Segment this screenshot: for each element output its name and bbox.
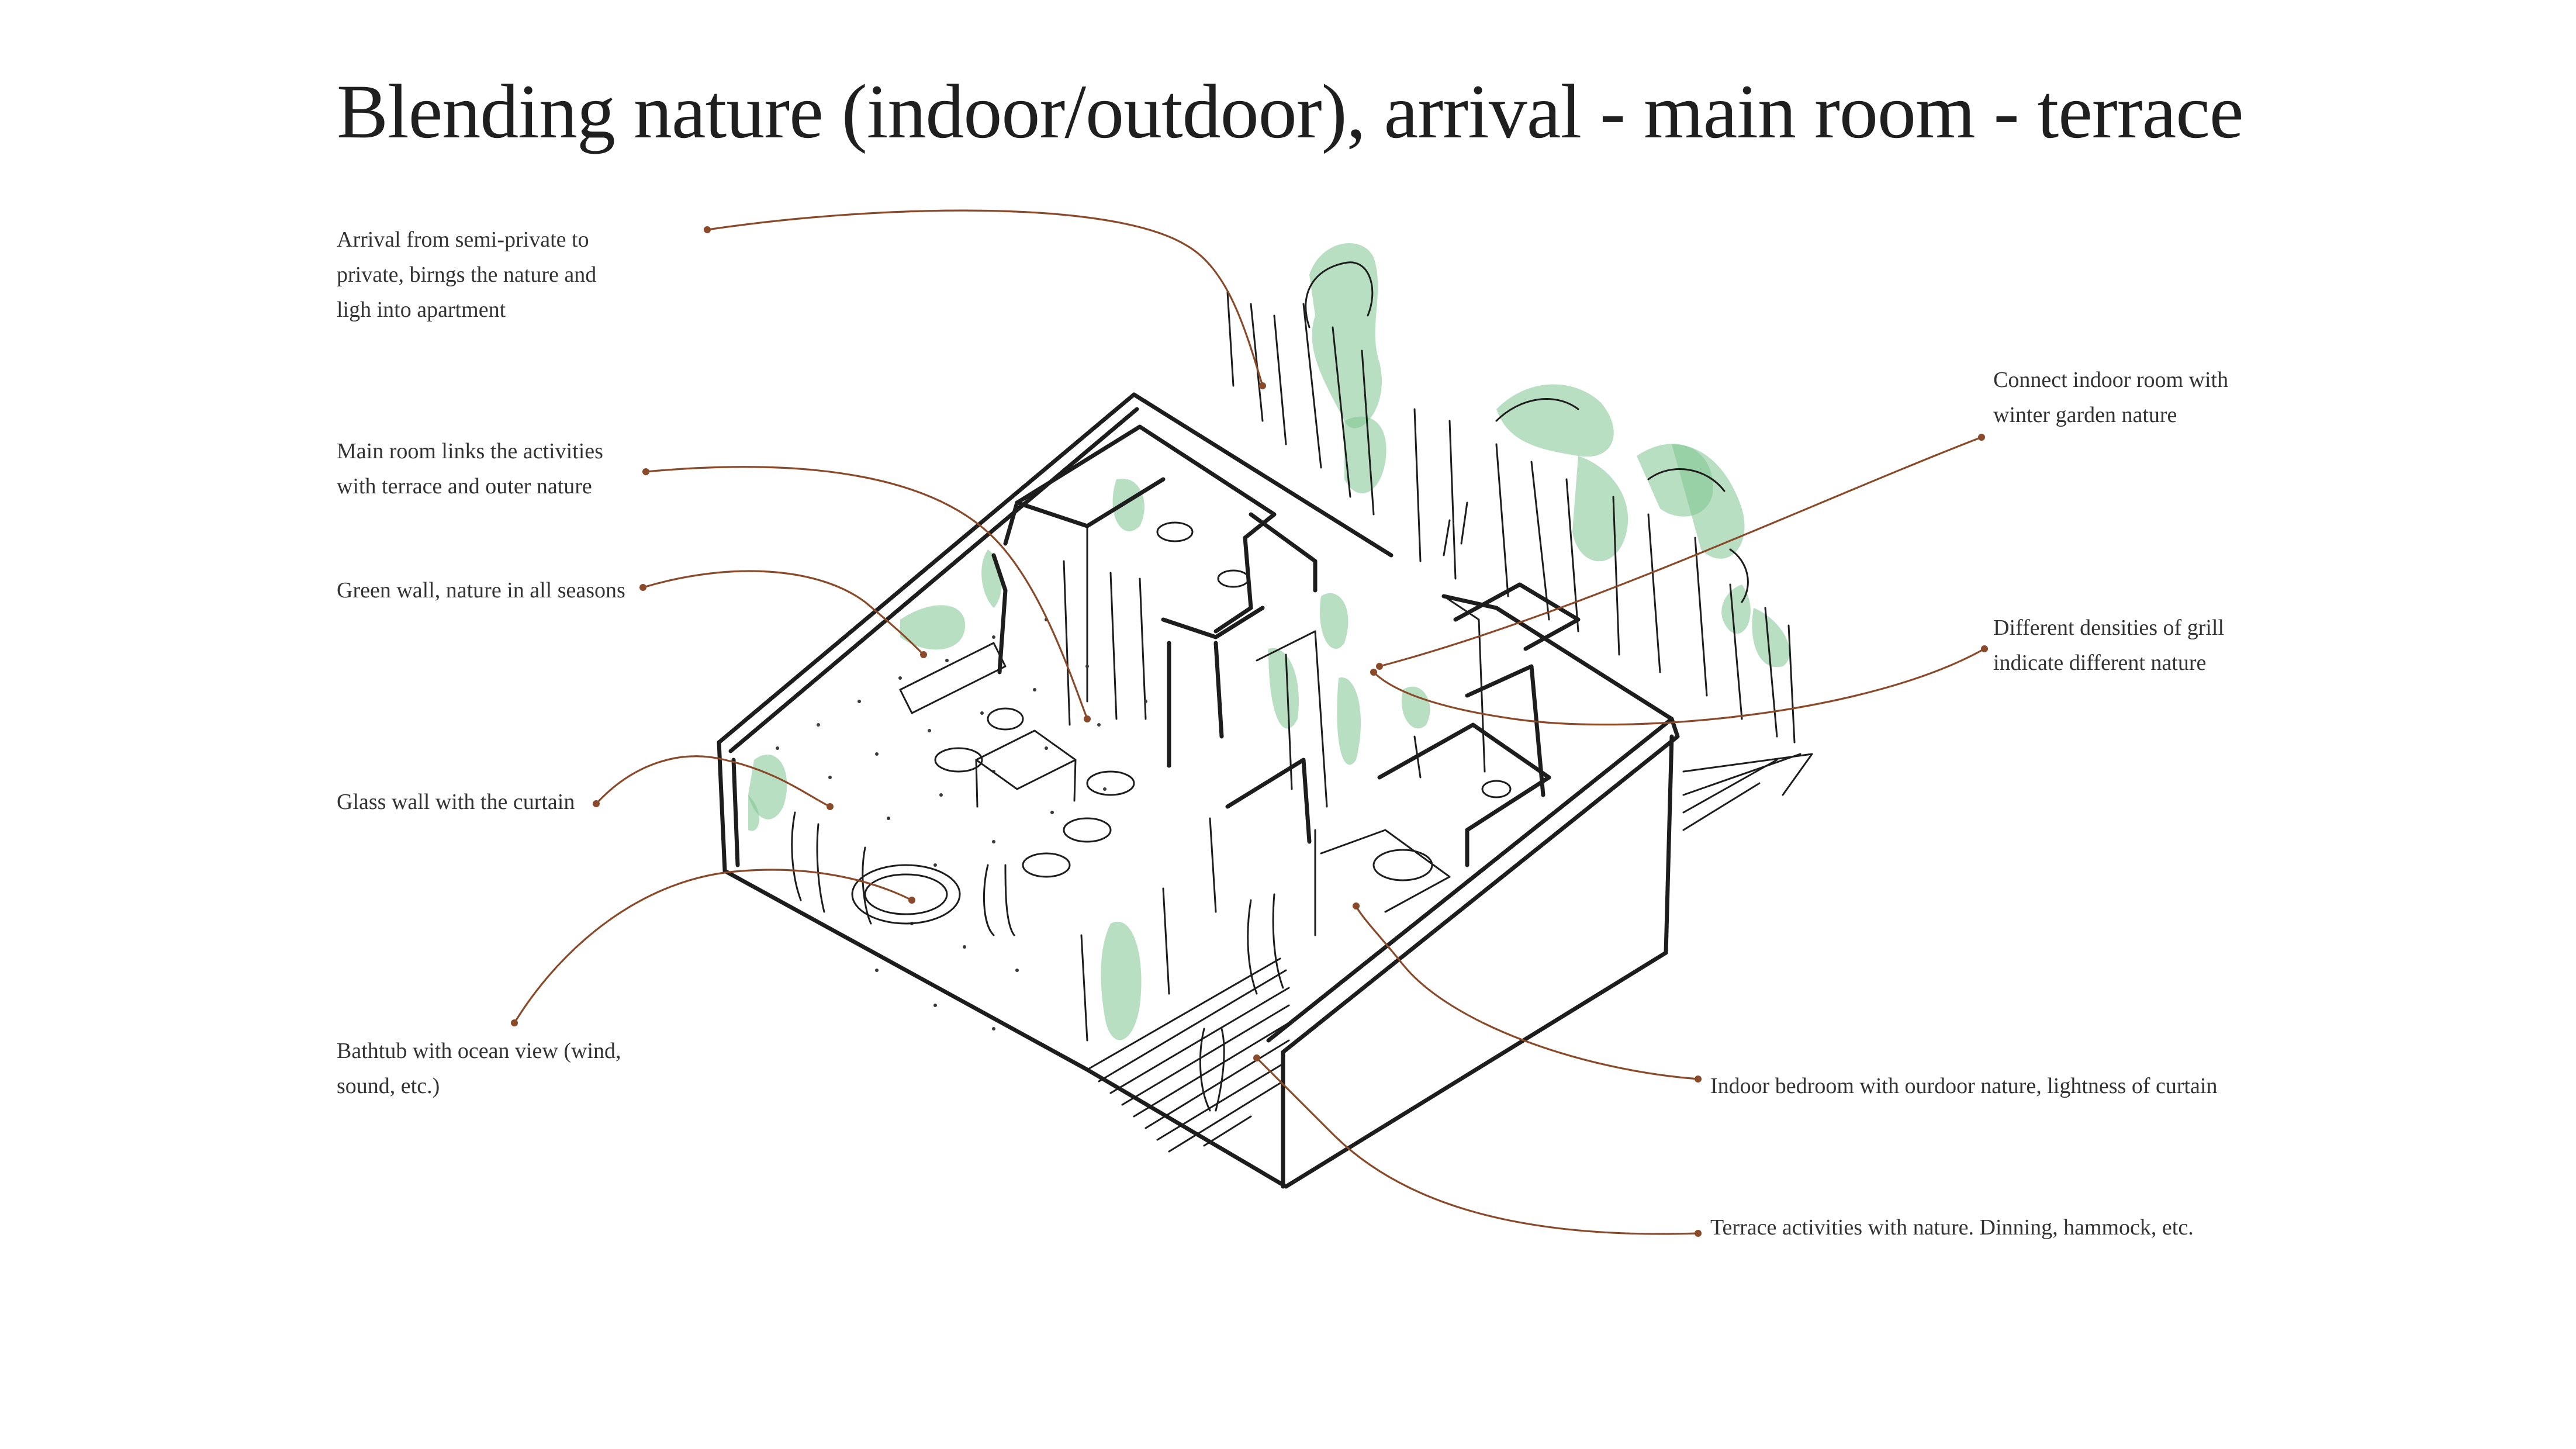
page-title: Blending nature (indoor/outdoor), arriva… bbox=[337, 69, 2243, 154]
annotation-winter-garden: Connect indoor room with winter garden n… bbox=[1993, 362, 2228, 433]
annotation-line: sound, etc.) bbox=[337, 1068, 621, 1104]
floor-texture bbox=[776, 618, 1289, 1151]
bench bbox=[900, 643, 1005, 713]
annotation-glass-wall: Glass wall with the curtain bbox=[337, 784, 575, 819]
annotation-line: Indoor bedroom with ourdoor nature, ligh… bbox=[1710, 1068, 2217, 1104]
terrace-grill bbox=[1228, 292, 1812, 830]
annotation-grill: Different densities of grill indicate di… bbox=[1993, 610, 2224, 680]
apartment-walls bbox=[719, 395, 1678, 1187]
annotation-line: indicate different nature bbox=[1993, 645, 2224, 680]
annotation-line: winter garden nature bbox=[1993, 397, 2228, 433]
annotation-main-room: Main room links the activities with terr… bbox=[337, 434, 603, 504]
annotation-line: Bathtub with ocean view (wind, bbox=[337, 1033, 621, 1068]
annotation-line: Main room links the activities bbox=[337, 434, 603, 469]
annotation-line: Different densities of grill bbox=[1993, 610, 2224, 645]
annotation-line: Terrace activities with nature. Dinning,… bbox=[1710, 1210, 2194, 1245]
annotation-bathtub: Bathtub with ocean view (wind, sound, et… bbox=[337, 1033, 621, 1104]
annotation-line: Green wall, nature in all seasons bbox=[337, 573, 625, 608]
trees bbox=[1306, 262, 1748, 602]
furniture bbox=[792, 523, 1510, 1146]
annotation-line: ligh into apartment bbox=[337, 292, 596, 327]
annotation-terrace: Terrace activities with nature. Dinning,… bbox=[1710, 1210, 2194, 1245]
annotation-arrival: Arrival from semi-private to private, bi… bbox=[337, 222, 596, 327]
annotation-line: Connect indoor room with bbox=[1993, 362, 2228, 397]
annotation-line: with terrace and outer nature bbox=[337, 469, 603, 504]
annotation-line: Arrival from semi-private to bbox=[337, 222, 596, 257]
dining-table bbox=[976, 731, 1076, 789]
annotation-line: private, birngs the nature and bbox=[337, 257, 596, 292]
bathtub bbox=[852, 865, 960, 924]
annotation-line: Glass wall with the curtain bbox=[337, 784, 575, 819]
foliage-washes bbox=[748, 243, 1790, 1040]
interior-partitions bbox=[994, 427, 1578, 935]
annotation-bedroom: Indoor bedroom with ourdoor nature, ligh… bbox=[1710, 1068, 2217, 1104]
annotation-green-wall: Green wall, nature in all seasons bbox=[337, 573, 625, 608]
